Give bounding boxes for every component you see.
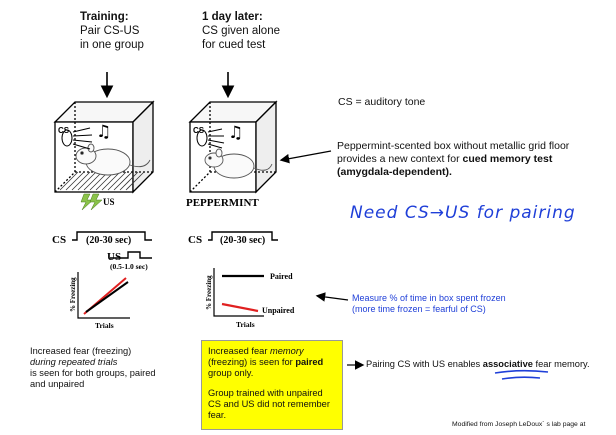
- training-box: [53, 100, 155, 194]
- assoc-bold: associative: [482, 359, 533, 369]
- peppermint-note-bold2: (amygdala-dependent).: [337, 166, 452, 178]
- timeline2-cs-duration: (20-30 sec): [220, 235, 265, 246]
- rat-icon-2: [204, 148, 273, 179]
- cs-us-timeline: [72, 231, 152, 259]
- speaker-icon: [61, 127, 93, 150]
- graph2-xlabel: Trials: [236, 320, 255, 329]
- measure-note-line1: Measure % of time in box spent frozen: [352, 293, 506, 303]
- graph1-ylabel: % Freezing: [69, 277, 77, 312]
- context-arrow: [279, 150, 332, 164]
- graph2-unpaired-label: Unpaired: [262, 306, 295, 315]
- highlight-box: Increased fear memory (freezing) is seen…: [201, 340, 343, 430]
- measure-note: Measure % of time in box spent frozen (m…: [352, 293, 506, 315]
- box-cs-label-2: CS: [193, 126, 205, 135]
- timeline-us-label: US: [107, 251, 121, 263]
- hl-p1b: memory: [270, 346, 304, 356]
- timeline2-cs-label: CS: [188, 234, 202, 246]
- handwritten-note: Need CS→US for pairing: [350, 203, 576, 223]
- training-header: Training: Pair CS-US in one group: [80, 10, 144, 52]
- later-line1: CS given alone: [202, 25, 280, 37]
- later-line2: for cued test: [202, 39, 266, 51]
- test-freezing-graph: [213, 268, 264, 317]
- peppermint-note: Peppermint-scented box without metallic …: [337, 140, 609, 179]
- associative-note: Pairing CS with US enables associative f…: [366, 359, 590, 369]
- left-note-line2: during repeated trials: [30, 357, 118, 367]
- later-title: 1 day later:: [202, 11, 263, 23]
- box-us-label: US: [103, 197, 115, 207]
- peppermint-label: PEPPERMINT: [186, 197, 259, 209]
- music-note-icon: ♫: [96, 122, 111, 142]
- measure-note-line2: (more time frozen = fearful of CS): [352, 304, 486, 314]
- timeline-cs-label: CS: [52, 234, 66, 246]
- training-title: Training:: [80, 11, 129, 23]
- peppermint-box: [188, 100, 278, 194]
- hl-p1e: group only.: [208, 368, 254, 378]
- hl-p2: Group trained with unpaired CS and US di…: [208, 388, 330, 420]
- hl-p1a: Increased fear: [208, 346, 271, 356]
- graph1-xlabel: Trials: [95, 321, 114, 330]
- cs-definition: CS = auditory tone: [338, 96, 426, 108]
- graph2-ylabel: % Freezing: [205, 275, 213, 310]
- hl-p1c: (freezing) is seen for: [208, 357, 296, 367]
- music-note-icon-2: ♫: [228, 123, 243, 143]
- box-cs-label: CS: [58, 126, 70, 135]
- rat-icon: [75, 143, 151, 176]
- cs-alone-timeline: [208, 231, 278, 241]
- shock-lightning-icon: [80, 193, 103, 211]
- measure-arrow: [315, 292, 349, 302]
- training-line2: in one group: [80, 39, 144, 51]
- left-note-line4: and unpaired: [30, 379, 85, 389]
- speaker-icon-2: [196, 128, 225, 149]
- peppermint-note-bold1: cued memory test: [462, 153, 553, 165]
- graph2-paired-label: Paired: [270, 272, 293, 281]
- hand-underline-1: [494, 369, 549, 374]
- paired-training-line: [85, 281, 129, 313]
- peppermint-note-line2: provides a new context for: [337, 153, 463, 165]
- hl-p1d: paired: [295, 357, 324, 367]
- later-header: 1 day later: CS given alone for cued tes…: [202, 10, 280, 52]
- training-freezing-graph: [77, 272, 130, 319]
- unpaired-test-line: [221, 302, 259, 313]
- credit-text: Modified from Joseph LeDoux´ s lab page …: [452, 421, 586, 428]
- left-note-line3: is seen for both groups, paired: [30, 368, 156, 378]
- timeline-us-duration: (0.5-1.0 sec): [110, 262, 148, 271]
- assoc-pre: Pairing CS with US enables: [366, 359, 483, 369]
- timeline-cs-duration: (20-30 sec): [86, 235, 131, 246]
- assoc-post: fear memory.: [532, 359, 590, 369]
- left-note: Increased fear (freezing) during repeate…: [30, 346, 180, 390]
- training-line1: Pair CS-US: [80, 25, 140, 37]
- peppermint-note-line1: Peppermint-scented box without metallic …: [337, 140, 570, 152]
- hand-underline-2: [501, 376, 541, 380]
- left-note-line1: Increased fear (freezing): [30, 346, 132, 356]
